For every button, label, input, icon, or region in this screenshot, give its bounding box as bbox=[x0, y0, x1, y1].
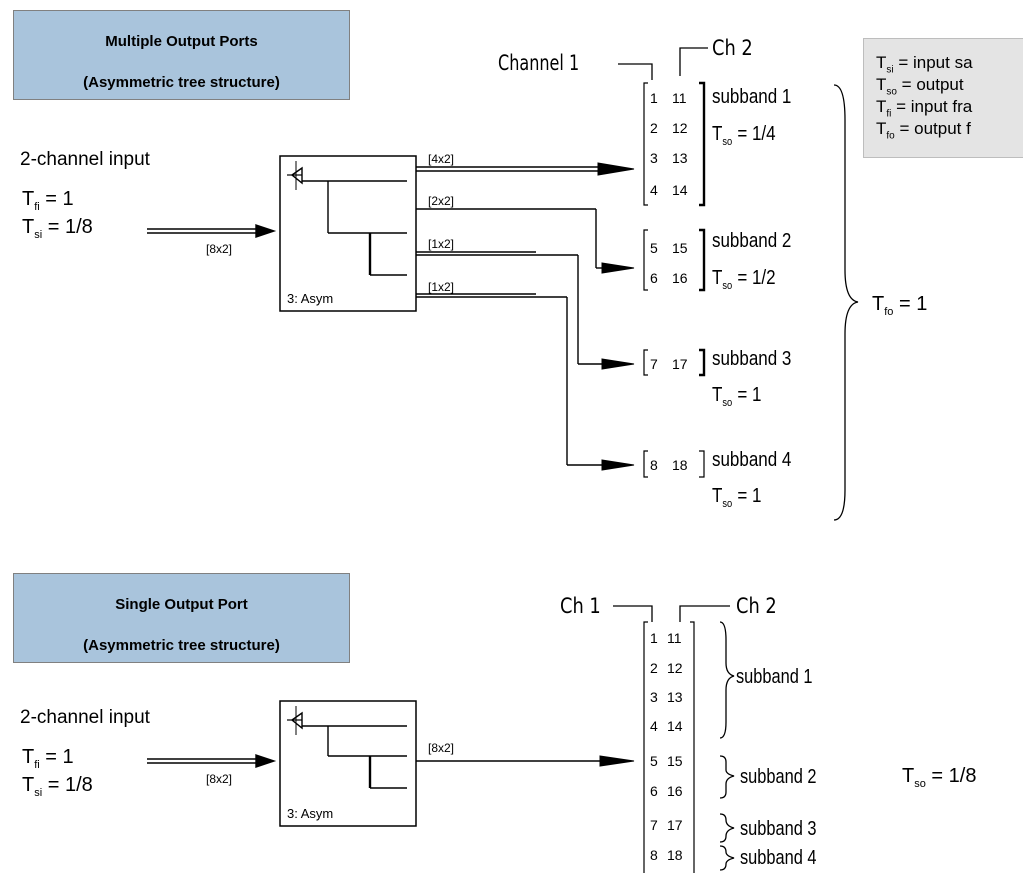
bottom-output-line bbox=[416, 755, 635, 767]
top-asym-block[interactable]: 3: Asym bbox=[279, 155, 417, 312]
bottom-input-labels: 2-channel input Tfi = 1 Tsi = 1/8 bbox=[20, 707, 151, 799]
bm-r1-c1: 1 bbox=[650, 630, 658, 646]
top-out-size-2: [2x2] bbox=[428, 194, 454, 208]
bm-r7-c2: 17 bbox=[667, 817, 683, 833]
top-input-labels: 2-channel input Tfi = 1 Tsi = 1/8 bbox=[20, 149, 151, 241]
bm-r1-c2: 11 bbox=[667, 630, 682, 646]
top-tso-3: Tso= 1 bbox=[712, 383, 761, 410]
bottom-title-box: Single Output Port (Asymmetric tree stru… bbox=[13, 573, 350, 663]
bm-r7-c1: 7 bbox=[650, 817, 658, 833]
m3-r1-c1: 7 bbox=[650, 356, 658, 372]
top-tree-icon bbox=[287, 161, 407, 276]
m1-r3-c2: 13 bbox=[672, 150, 688, 166]
m1-r3-c1: 3 bbox=[650, 150, 658, 166]
top-out-size-1: [4x2] bbox=[428, 152, 454, 166]
bm-r6-c1: 6 bbox=[650, 783, 658, 799]
top-tfo-label: Tfo = 1 bbox=[872, 293, 927, 318]
bottom-subband-1: subband 1 bbox=[736, 664, 813, 687]
bm-r2-c2: 12 bbox=[667, 660, 683, 676]
top-subband-2: subband 2 bbox=[712, 229, 791, 252]
bm-r4-c1: 4 bbox=[650, 718, 658, 734]
bottom-matrix: 1 11 2 12 3 13 4 14 5 15 6 16 7 17 8 18 bbox=[643, 621, 695, 873]
top-big-brace bbox=[833, 84, 859, 521]
bottom-title-line1: Single Output Port bbox=[115, 596, 248, 613]
bottom-braces bbox=[719, 621, 735, 871]
m1-r4-c2: 14 bbox=[672, 182, 688, 198]
m2-r1-c2: 15 bbox=[672, 240, 688, 256]
bottom-asym-block[interactable]: 3: Asym bbox=[279, 700, 417, 827]
top-matrix-3: 7 17 bbox=[643, 348, 706, 377]
bottom-tree-icon bbox=[287, 706, 407, 789]
bottom-input-size: [8x2] bbox=[206, 772, 232, 786]
top-matrix-4: 8 18 bbox=[643, 450, 705, 478]
bottom-ch1-label: Ch 1 bbox=[560, 594, 601, 619]
bottom-channel-labels: Ch 1 Ch 2 bbox=[560, 594, 777, 622]
top-ch2-label: Ch 2 bbox=[712, 36, 753, 61]
bm-r3-c2: 13 bbox=[667, 689, 683, 705]
legend-box: Tsi = input sa Tso = output Tfi = input … bbox=[863, 38, 1023, 158]
m1-r2-c2: 12 bbox=[672, 120, 688, 136]
bottom-block-label: 3: Asym bbox=[287, 806, 333, 821]
bm-r6-c2: 16 bbox=[667, 783, 683, 799]
bm-r8-c2: 18 bbox=[667, 847, 683, 863]
top-out-size-3: [1x2] bbox=[428, 237, 454, 251]
m3-r1-c2: 17 bbox=[672, 356, 688, 372]
top-tsi-label: Tsi = 1/8 bbox=[22, 216, 93, 241]
top-input-arrow bbox=[147, 224, 277, 238]
bottom-input-label: 2-channel input bbox=[20, 707, 151, 728]
top-tso-1: Tso= 1/4 bbox=[712, 122, 776, 149]
top-input-label: 2-channel input bbox=[20, 149, 151, 170]
bottom-tsi-label: Tsi = 1/8 bbox=[22, 774, 93, 799]
bm-r2-c1: 2 bbox=[650, 660, 658, 676]
top-tso-2: Tso= 1/2 bbox=[712, 266, 776, 293]
bm-r8-c1: 8 bbox=[650, 847, 658, 863]
bm-r3-c1: 3 bbox=[650, 689, 658, 705]
top-channel1-label: Channel 1 bbox=[498, 51, 579, 76]
top-subband-4: subband 4 bbox=[712, 448, 791, 471]
bm-r5-c2: 15 bbox=[667, 753, 683, 769]
m1-r2-c1: 2 bbox=[650, 120, 658, 136]
bm-r5-c1: 5 bbox=[650, 753, 658, 769]
top-out-size-4: [1x2] bbox=[428, 280, 454, 294]
top-subband-labels: subband 1 Tso= 1/4 subband 2 Tso= 1/2 su… bbox=[712, 85, 791, 511]
bottom-tfi-label: Tfi = 1 bbox=[22, 746, 74, 771]
bottom-tso-label: Tso = 1/8 bbox=[902, 765, 976, 790]
bottom-output-size: [8x2] bbox=[428, 741, 454, 755]
bottom-ch2-label: Ch 2 bbox=[736, 594, 777, 619]
m2-r1-c1: 5 bbox=[650, 240, 658, 256]
top-block-label: 3: Asym bbox=[287, 291, 333, 306]
top-output-lines bbox=[416, 162, 635, 471]
bottom-input-arrow bbox=[147, 754, 277, 768]
bottom-title-line2: (Asymmetric tree structure) bbox=[83, 637, 280, 654]
bottom-subband-3: subband 3 bbox=[740, 816, 817, 839]
m4-r1-c1: 8 bbox=[650, 457, 658, 473]
top-tfi-label: Tfi = 1 bbox=[22, 188, 74, 213]
top-subband-1: subband 1 bbox=[712, 85, 791, 108]
m1-r4-c1: 4 bbox=[650, 182, 658, 198]
legend-line-tsi: Tsi = input sa bbox=[876, 53, 973, 76]
top-output-sizes: [4x2] [2x2] [1x2] [1x2] bbox=[428, 152, 454, 294]
top-subband-3: subband 3 bbox=[712, 347, 791, 370]
m1-r1-c1: 1 bbox=[650, 90, 658, 106]
top-tso-4: Tso= 1 bbox=[712, 484, 761, 511]
bottom-subband-4: subband 4 bbox=[740, 845, 817, 868]
m1-r1-c2: 11 bbox=[672, 90, 687, 106]
m4-r1-c2: 18 bbox=[672, 457, 688, 473]
legend-line-tfo: Tfo = output f bbox=[876, 119, 971, 142]
legend-line-tfi: Tfi = input fra bbox=[876, 97, 973, 120]
legend-line-tso: Tso = output bbox=[876, 75, 964, 98]
m2-r2-c2: 16 bbox=[672, 270, 688, 286]
top-title-box: Multiple Output Ports (Asymmetric tree s… bbox=[13, 10, 350, 100]
top-title-line2: (Asymmetric tree structure) bbox=[83, 74, 280, 91]
top-matrix-1: 1 11 2 12 3 13 4 14 bbox=[643, 81, 706, 207]
top-channel-labels: Channel 1 Ch 2 bbox=[498, 36, 753, 80]
top-input-size: [8x2] bbox=[206, 242, 232, 256]
bm-r4-c2: 14 bbox=[667, 718, 683, 734]
bottom-subband-2: subband 2 bbox=[740, 764, 817, 787]
top-title-line1: Multiple Output Ports bbox=[105, 33, 258, 50]
m2-r2-c1: 6 bbox=[650, 270, 658, 286]
bottom-subband-labels: subband 1 subband 2 subband 3 subband 4 bbox=[736, 664, 817, 868]
top-matrix-2: 5 15 6 16 bbox=[643, 228, 706, 292]
